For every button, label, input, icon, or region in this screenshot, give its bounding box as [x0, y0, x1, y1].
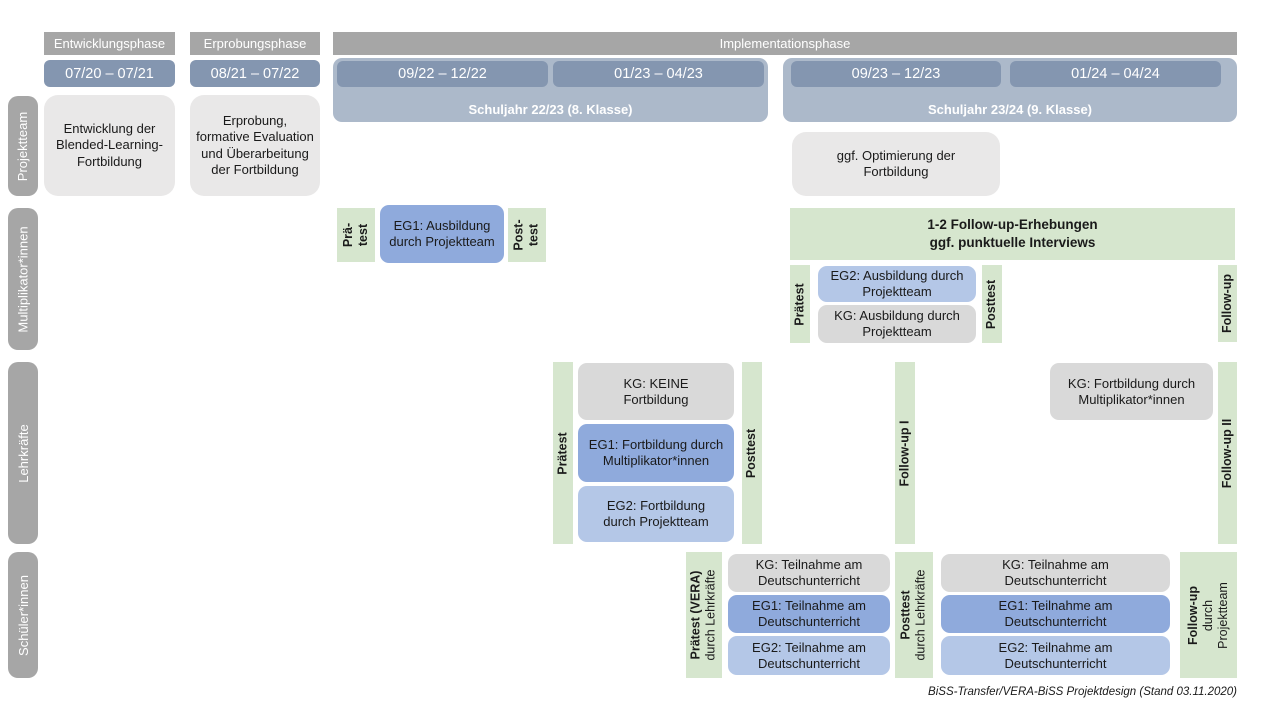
- praetest2-text: Prätest: [792, 282, 807, 326]
- praetest-vera-bar-schueler: Prätest (VERA) durch Lehrkräfte: [686, 552, 722, 678]
- eg1-fortbildung-box: EG1: Fortbildung durch Multiplikator*inn…: [578, 424, 734, 482]
- schuljahr-container-2324: 09/23 – 12/23 01/24 – 04/24 Schuljahr 23…: [783, 58, 1237, 122]
- row-label-projektteam: Projektteam: [8, 96, 38, 196]
- date-bar-0720-0721: 07/20 – 07/21: [44, 60, 175, 87]
- posttest-bar-schueler: Posttest durch Lehrkräfte: [895, 552, 933, 678]
- posttest-schueler-line2: durch Lehrkräfte: [914, 569, 928, 661]
- kg-teilnahme-box-left: KG: Teilnahme am Deutschunterricht: [728, 554, 890, 592]
- phase-header-erprobungsphase: Erprobungsphase: [190, 32, 320, 55]
- followup2-text: Follow-up II: [1220, 418, 1234, 488]
- posttest-line2: test: [527, 223, 541, 247]
- followup-schueler-line3: Projektteam: [1216, 581, 1231, 649]
- followup-schueler-line1: Follow-up: [1186, 585, 1201, 645]
- followup2-bar-lehrkraefte: Follow-up II: [1218, 362, 1237, 544]
- phase-header-implementationsphase: Implementationsphase: [333, 32, 1237, 55]
- followup-erhebungen-line1: 1-2 Follow-up-Erhebungen: [927, 216, 1098, 232]
- date-bar-0922-1222: 09/22 – 12/22: [337, 61, 548, 87]
- row-label-lehrkraefte-text: Lehrkräfte: [15, 423, 31, 483]
- row-label-schueler: Schüler*innen: [8, 552, 38, 678]
- praetest-line1: Prä-: [340, 222, 355, 248]
- kg-ausbildung-box: KG: Ausbildung durch Projektteam: [818, 305, 976, 343]
- followup1-bar-lehrkraefte: Follow-up I: [895, 362, 915, 544]
- row-label-multiplikatoren-text: Multiplikator*innen: [15, 225, 31, 333]
- followup1-text: Follow-up I: [897, 420, 912, 486]
- praetest-bar-multiplikatoren-1: Prä- test: [337, 208, 375, 262]
- task-optimierung-fortbildung: ggf. Optimierung der Fortbildung: [792, 132, 1000, 196]
- posttest2-text: Posttest: [984, 279, 999, 329]
- date-bar-0124-0424: 01/24 – 04/24: [1010, 61, 1221, 87]
- row-label-multiplikatoren: Multiplikator*innen: [8, 208, 38, 350]
- eg2-teilnahme-box-left: EG2: Teilnahme am Deutschunterricht: [728, 636, 890, 675]
- row-label-projektteam-text: Projektteam: [15, 111, 31, 181]
- task-entwicklung-fortbildung: Entwicklung der Blended-Learning-Fortbil…: [44, 95, 175, 196]
- eg2-teilnahme-box-right: EG2: Teilnahme am Deutschunterricht: [941, 636, 1170, 675]
- posttest-bar-multiplikatoren-1: Post- test: [508, 208, 546, 262]
- schuljahr-2223-label: Schuljahr 22/23 (8. Klasse): [468, 102, 633, 117]
- followup-text: Follow-up: [1220, 273, 1235, 334]
- praetest-vera-line2: durch Lehrkräfte: [704, 569, 718, 661]
- followup-erhebungen-line2: ggf. punktuelle Interviews: [929, 235, 1096, 250]
- eg1-teilnahme-box-right: EG1: Teilnahme am Deutschunterricht: [941, 595, 1170, 633]
- schuljahr-container-2223: 09/22 – 12/22 01/23 – 04/23 Schuljahr 22…: [333, 58, 768, 122]
- row-label-schueler-text: Schüler*innen: [15, 574, 31, 656]
- kg-keine-fortbildung-box: KG: KEINE Fortbildung: [578, 363, 734, 420]
- date-bar-0821-0722: 08/21 – 07/22: [190, 60, 320, 87]
- followup-bar-multiplikatoren: Follow-up: [1218, 265, 1237, 342]
- schuljahr-2324-label: Schuljahr 23/24 (9. Klasse): [927, 102, 1093, 117]
- kg-fortbildung-multiplikatoren-box: KG: Fortbildung durch Multiplikator*inne…: [1050, 363, 1213, 420]
- praetest-bar-multiplikatoren-2: Prätest: [790, 265, 810, 343]
- praetest-lehrkraefte-text: Prätest: [555, 431, 570, 475]
- row-label-lehrkraefte: Lehrkräfte: [8, 362, 38, 544]
- followup-bar-schueler: Follow-up durch Projektteam: [1180, 552, 1237, 678]
- date-bar-0923-1223: 09/23 – 12/23: [791, 61, 1001, 87]
- praetest-line2: test: [355, 223, 370, 247]
- posttest-lehrkraefte-text: Posttest: [744, 428, 759, 478]
- posttest-bar-multiplikatoren-2: Posttest: [982, 265, 1002, 343]
- task-erprobung-evaluation: Erprobung, formative Evaluation und Über…: [190, 95, 320, 196]
- eg2-fortbildung-box: EG2: Fortbildung durch Projektteam: [578, 486, 734, 542]
- eg1-teilnahme-box-left: EG1: Teilnahme am Deutschunterricht: [728, 595, 890, 633]
- date-bar-0123-0423: 01/23 – 04/23: [553, 61, 764, 87]
- followup-erhebungen-box: 1-2 Follow-up-Erhebungen ggf. punktuelle…: [790, 208, 1235, 260]
- praetest-bar-lehrkraefte: Prätest: [553, 362, 573, 544]
- posttest-line1: Post-: [512, 219, 526, 251]
- eg1-ausbildung-box: EG1: Ausbildung durch Projektteam: [380, 205, 504, 263]
- praetest-vera-line1: Prätest (VERA): [689, 570, 703, 660]
- footer-caption: BiSS-Transfer/VERA-BiSS Projektdesign (S…: [928, 686, 1237, 698]
- followup-schueler-line2: durch: [1201, 599, 1216, 631]
- phase-header-entwicklungsphase: Entwicklungsphase: [44, 32, 175, 55]
- eg2-ausbildung-box: EG2: Ausbildung durch Projektteam: [818, 266, 976, 302]
- posttest-bar-lehrkraefte: Posttest: [742, 362, 762, 544]
- posttest-schueler-line1: Posttest: [899, 590, 913, 640]
- kg-teilnahme-box-right: KG: Teilnahme am Deutschunterricht: [941, 554, 1170, 592]
